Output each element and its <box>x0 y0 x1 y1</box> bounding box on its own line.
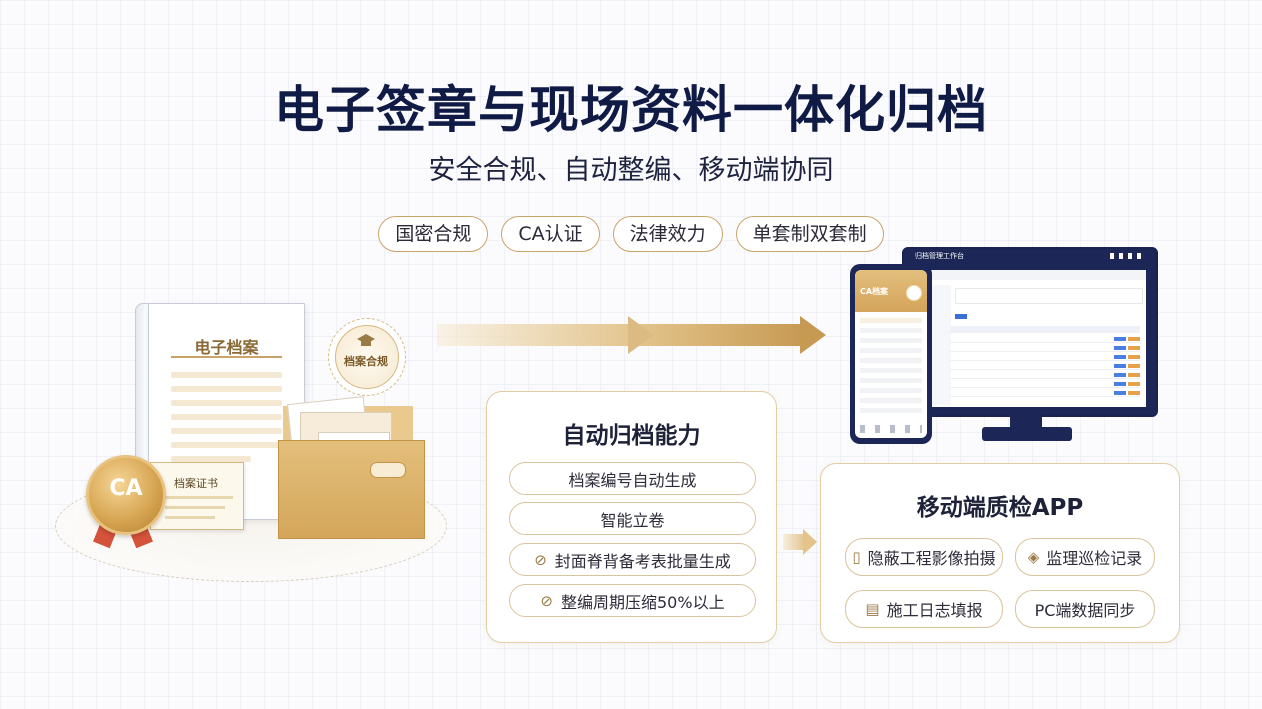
graduation-cap-icon <box>357 334 375 346</box>
document-line <box>171 428 282 434</box>
tag-set-system: 单套制双套制 <box>735 216 884 252</box>
mobile-app-title: 移动端质检APP <box>916 495 1084 521</box>
mobile-app-feature-label: 施工日志填报 <box>886 601 983 620</box>
small-flow-arrow <box>783 534 805 550</box>
archive-box <box>278 440 425 539</box>
medal-text: CA <box>109 476 143 501</box>
phone-list-row <box>860 348 922 353</box>
certificate-line <box>165 496 233 499</box>
box-handle <box>370 462 406 478</box>
auto-archive-item: 智能立卷 <box>509 502 756 535</box>
document-divider <box>171 356 282 358</box>
phone-tab-bar <box>860 425 922 433</box>
auto-archive-item-label: 智能立卷 <box>600 510 665 530</box>
tag-legal: 法律效力 <box>612 216 723 252</box>
document-line <box>171 442 282 448</box>
screen-filter <box>955 288 1143 304</box>
tag-row: 国密合规 CA认证 法律效力 单套制双套制 <box>0 216 1262 252</box>
phone-list-row <box>860 398 922 403</box>
screen-row <box>950 363 1140 370</box>
screen-row <box>950 345 1140 352</box>
monitor-status-icons <box>1110 253 1144 259</box>
screen-row <box>950 381 1140 388</box>
auto-archive-item: ⊘ 封面脊背备考表批量生成 <box>509 543 756 576</box>
phone-list-row <box>860 358 922 363</box>
screen-table-header <box>950 326 1140 333</box>
certificate-line <box>165 506 225 509</box>
tag-ca: CA认证 <box>501 216 600 252</box>
check-circle-icon: ⊘ <box>540 591 553 610</box>
document-line <box>171 386 282 392</box>
mobile-app-card: 移动端质检APP ▯ 隐蔽工程影像拍摄 ◈ 监理巡检记录 ▤ 施工日志填报 PC… <box>820 463 1180 643</box>
ca-medal-icon <box>86 455 166 535</box>
phone-header-text: CA档案 <box>860 287 889 296</box>
screen-row <box>950 372 1140 379</box>
phone-avatar <box>906 285 922 301</box>
mobile-app-feature: ▤ 施工日志填报 <box>845 590 1003 628</box>
monitor-stand <box>1010 413 1042 429</box>
tag-guomi: 国密合规 <box>378 216 489 252</box>
document-title: 电子档案 <box>194 338 259 357</box>
mobile-app-feature-label: 隐蔽工程影像拍摄 <box>867 549 996 568</box>
check-circle-icon: ⊘ <box>534 550 547 569</box>
phone-list-row <box>860 378 922 383</box>
phone-list-row <box>860 338 922 343</box>
phone-list-row <box>860 388 922 393</box>
certificate-line <box>165 516 215 519</box>
document-line <box>171 414 282 420</box>
auto-archive-title: 自动归档能力 <box>562 423 701 449</box>
auto-archive-item-label: 整编周期压缩50%以上 <box>561 592 725 612</box>
document-line <box>171 400 282 406</box>
auto-archive-item-label: 封面脊背备考表批量生成 <box>554 551 731 571</box>
page-title: 电子签章与现场资料一体化归档 <box>274 81 988 139</box>
mobile-app-feature-label: PC端数据同步 <box>1034 601 1136 620</box>
page-subtitle: 安全合规、自动整编、移动端协同 <box>428 155 834 186</box>
camera-icon: ▯ <box>852 548 861 566</box>
flow-arrow <box>437 324 802 346</box>
auto-archive-item: 档案编号自动生成 <box>509 462 756 495</box>
arrow-head <box>628 316 654 354</box>
location-pin-icon: ◈ <box>1027 548 1040 566</box>
phone-list-row <box>860 318 922 323</box>
monitor-base <box>982 427 1072 441</box>
document-line <box>171 372 282 378</box>
document-line <box>171 456 251 462</box>
auto-archive-item: ⊘ 整编周期压缩50%以上 <box>509 584 756 617</box>
phone-list-row <box>860 368 922 373</box>
mobile-app-feature-grid: ▯ 隐蔽工程影像拍摄 ◈ 监理巡检记录 ▤ 施工日志填报 PC端数据同步 <box>845 538 1155 628</box>
screen-row <box>950 354 1140 361</box>
auto-archive-card: 自动归档能力 档案编号自动生成 智能立卷 ⊘ 封面脊背备考表批量生成 ⊘ 整编周… <box>486 391 777 643</box>
clipboard-icon: ▤ <box>865 600 880 618</box>
screen-row <box>950 390 1140 397</box>
phone-list-row <box>860 328 922 333</box>
seal-text: 档案合规 <box>344 355 388 368</box>
screen-action-button <box>955 314 967 319</box>
arrow-head <box>800 316 826 354</box>
monitor-header: 归档管理工作台 <box>915 252 964 260</box>
screen-row-buttons <box>1128 337 1140 397</box>
arrow-head <box>803 529 817 555</box>
mobile-app-feature: ▯ 隐蔽工程影像拍摄 <box>845 538 1003 576</box>
screen-row <box>950 336 1140 343</box>
mobile-app-feature: PC端数据同步 <box>1015 590 1155 628</box>
screen-row-buttons <box>1114 337 1126 397</box>
screen-tab-bar <box>910 270 1146 280</box>
mobile-app-feature-label: 监理巡检记录 <box>1046 549 1143 568</box>
certificate-title: 档案证书 <box>174 477 218 490</box>
auto-archive-item-label: 档案编号自动生成 <box>568 470 697 490</box>
mobile-app-feature: ◈ 监理巡检记录 <box>1015 538 1155 576</box>
phone-list-row <box>860 408 922 413</box>
